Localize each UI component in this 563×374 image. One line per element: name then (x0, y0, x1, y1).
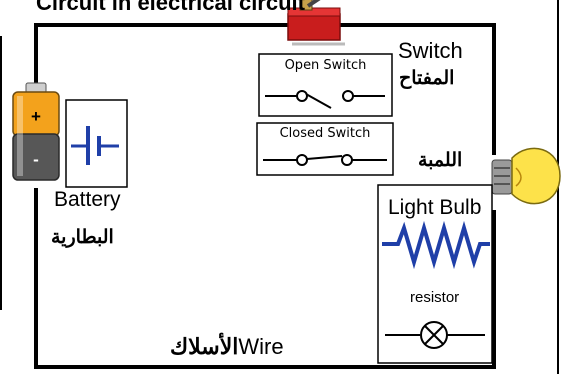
battery-plus-sign: + (31, 107, 41, 126)
open-switch-symbol (258, 53, 393, 117)
diagram-title: Circuit in electrical circuit (36, 0, 305, 15)
wire-label-ar: الأسلاك (170, 334, 239, 359)
resistor-label: resistor (410, 289, 460, 306)
closed-switch-symbol (256, 122, 394, 176)
wire-label: الأسلاكWire (170, 334, 284, 360)
battery-symbol (65, 99, 128, 188)
bulb-label-ar: اللمبة (418, 150, 463, 171)
battery-icon (12, 82, 60, 181)
switch-label-ar: المفتاح (399, 68, 455, 89)
battery-label-en: Battery (54, 188, 121, 211)
light-bulb-title: Light Bulb (388, 196, 482, 219)
battery-minus-sign: - (33, 150, 39, 169)
switch-icon (287, 0, 345, 46)
battery-label-ar: البطارية (51, 227, 114, 248)
light-bulb-icon (491, 147, 561, 205)
circuit-wire (34, 23, 496, 369)
light-bulb-symbol (377, 184, 493, 364)
wire-label-en: Wire (238, 334, 284, 359)
open-switch-label: Open Switch (284, 58, 367, 73)
switch-label-en: Switch (398, 38, 463, 63)
closed-switch-label: Closed Switch (279, 126, 371, 141)
